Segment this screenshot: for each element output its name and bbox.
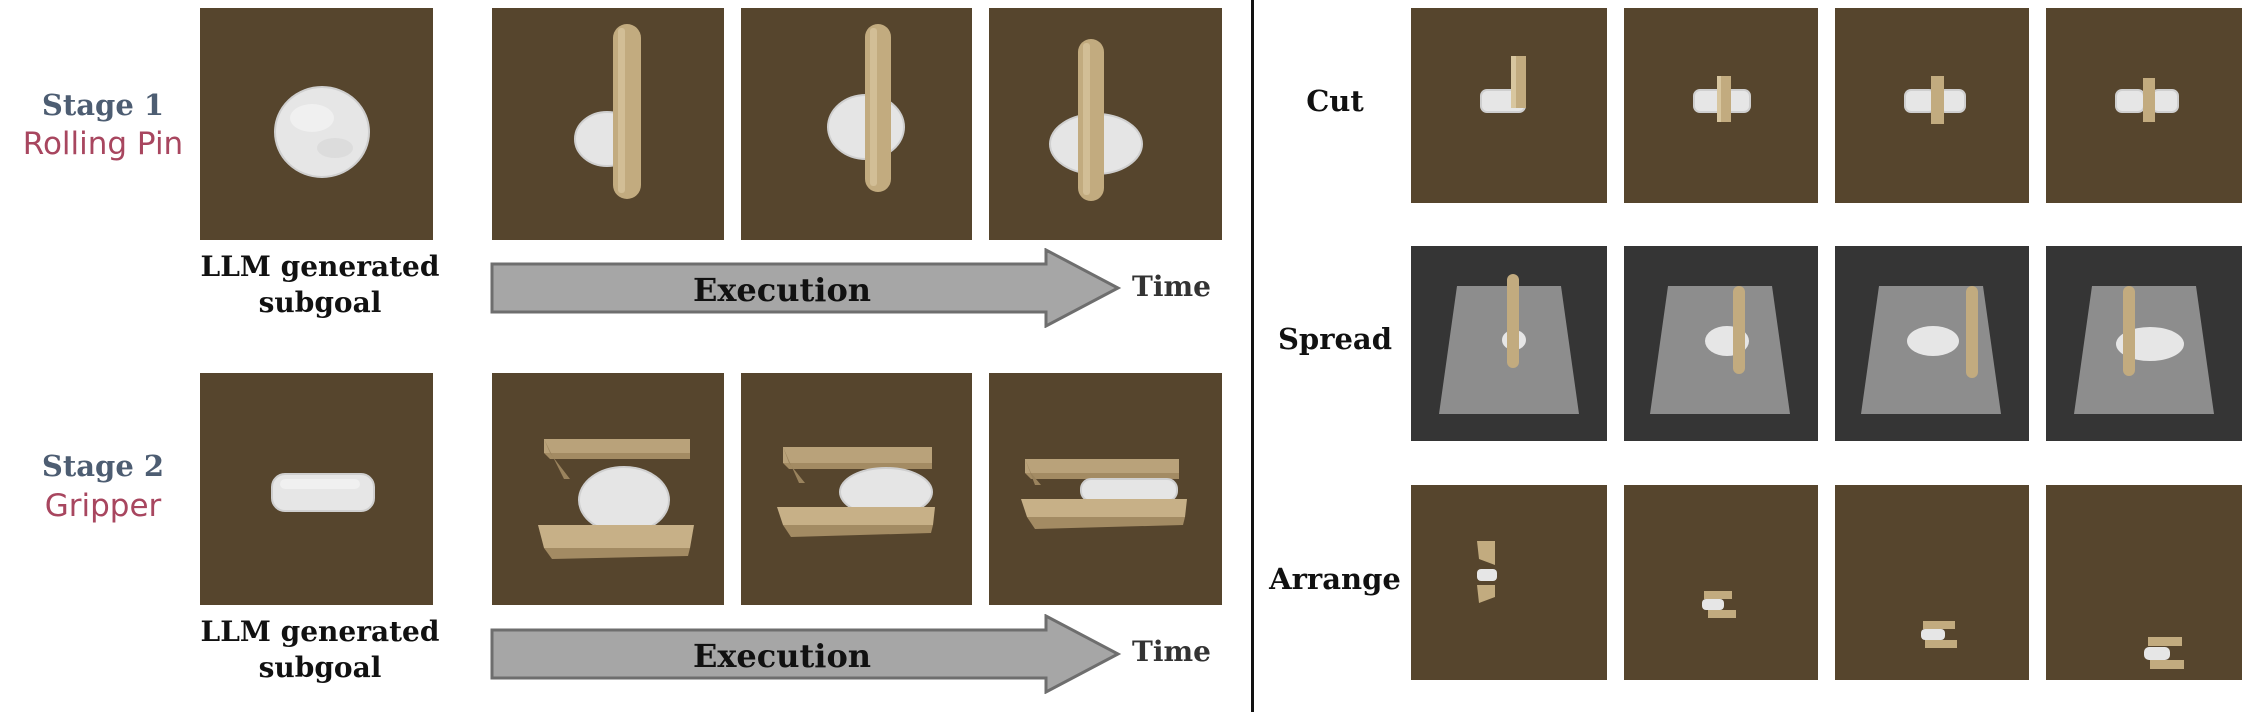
stage-2-execution-frame-1 xyxy=(492,373,724,605)
arrange-frame-2 xyxy=(1624,485,1818,680)
gripper-plate xyxy=(2148,637,2182,646)
gripper-top-plate xyxy=(544,439,690,479)
cut-frame-4 xyxy=(2046,8,2242,203)
spread-frame-1 xyxy=(1411,246,1607,441)
spread-frame-2 xyxy=(1624,246,1818,441)
stage-1-subgoal-caption: LLM generated subgoal xyxy=(190,249,450,321)
rolling-pin xyxy=(1966,286,1978,378)
gripper-bottom-plate xyxy=(538,525,694,559)
panel-divider xyxy=(1251,0,1254,712)
stage-1-number: Stage 1 xyxy=(41,88,165,122)
arrange-frame-4 xyxy=(2046,485,2242,680)
gripper-plate xyxy=(1704,591,1732,599)
caption-line-1: LLM generated xyxy=(200,250,440,283)
gripper-plate xyxy=(1923,621,1955,629)
stage-1-execution-frame-2 xyxy=(741,8,972,240)
stage-2-execution-arrow: Execution xyxy=(490,614,1122,694)
caption-line-2: subgoal xyxy=(258,286,382,319)
stage-2-time-label: Time xyxy=(1132,635,1211,668)
stage-1-execution-arrow: Execution xyxy=(490,248,1122,328)
cut-frame-2 xyxy=(1624,8,1818,203)
task-label-spread: Spread xyxy=(1277,322,1393,356)
stage-1-tool-name: Rolling Pin xyxy=(22,126,184,162)
stage-1-subgoal-image xyxy=(200,8,433,240)
spread-frame-3 xyxy=(1835,246,2029,441)
rolling-pin xyxy=(2123,286,2135,376)
knife xyxy=(1931,76,1944,124)
cut-frame-1 xyxy=(1411,8,1607,203)
caption-line-2: subgoal xyxy=(258,651,382,684)
rolling-pin xyxy=(865,24,891,192)
rolling-pin xyxy=(613,24,641,199)
rolling-pin xyxy=(1078,39,1104,201)
gripper-top-plate xyxy=(1025,459,1179,485)
spread-frame-4 xyxy=(2046,246,2242,441)
stage-2-tool-name: Gripper xyxy=(44,488,162,524)
gripper-bottom-plate xyxy=(1021,499,1187,529)
rolling-pin xyxy=(1507,274,1519,368)
cut-frame-3 xyxy=(1835,8,2029,203)
gripper-plate xyxy=(2150,660,2184,669)
arrange-frame-3 xyxy=(1835,485,2029,680)
caption-line-1: LLM generated xyxy=(200,615,440,648)
stage-2-number: Stage 2 xyxy=(41,449,165,483)
execution-label: Execution xyxy=(693,271,871,309)
rolling-pin xyxy=(1733,286,1745,374)
gripper-plate xyxy=(1708,610,1736,618)
stage-2-subgoal-image xyxy=(200,373,433,605)
arrange-frame-1 xyxy=(1411,485,1607,680)
elongated-dough-block xyxy=(271,473,375,512)
gripper-bottom-plate xyxy=(777,507,935,537)
stage-2-execution-frame-3 xyxy=(989,373,1222,605)
flattened-dough-disk xyxy=(274,86,370,178)
stage-2-execution-frame-2 xyxy=(741,373,972,605)
task-label-cut: Cut xyxy=(1306,84,1364,118)
task-label-arrange: Arrange xyxy=(1269,562,1401,596)
gripper-plate xyxy=(1925,640,1957,648)
stage-1-execution-frame-3 xyxy=(989,8,1222,240)
knife xyxy=(2143,78,2155,122)
execution-label: Execution xyxy=(693,637,871,675)
stage-2-subgoal-caption: LLM generated subgoal xyxy=(190,614,450,686)
gripper-plate xyxy=(1477,585,1495,603)
stage-1-execution-frame-1 xyxy=(492,8,724,240)
gripper-plate xyxy=(1477,541,1495,565)
stage-1-time-label: Time xyxy=(1132,270,1211,303)
